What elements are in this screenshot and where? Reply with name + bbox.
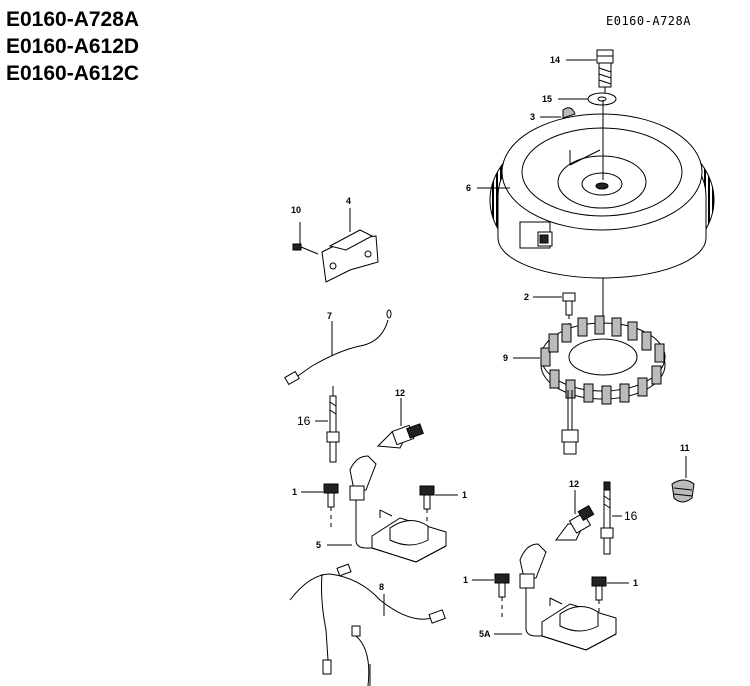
model-code-2: E0160-A612D [6, 35, 140, 58]
callout-8: 8 [379, 582, 384, 592]
part-15-washer [587, 92, 617, 106]
part-4-bracket [321, 208, 379, 283]
part-8-wire-harness [289, 563, 446, 686]
part-12-spark-plug-bottom [555, 490, 595, 541]
callout-1-right-a: 1 [463, 575, 468, 585]
callout-16-right: 16 [624, 509, 638, 523]
callout-10: 10 [291, 205, 301, 215]
diagram-code: E0160-A728A [606, 14, 691, 28]
part-7-lead-wire [284, 309, 392, 386]
part-9-stator [540, 315, 666, 455]
callout-1-right-b: 1 [633, 578, 638, 588]
callout-11: 11 [680, 443, 690, 453]
callout-12-bottom: 12 [569, 479, 579, 489]
part-14-bolt [596, 49, 614, 95]
model-code-1: E0160-A728A [6, 8, 140, 31]
callout-5a: 5A [479, 629, 491, 639]
part-10-screw [292, 222, 319, 255]
model-code-3: E0160-A612C [6, 62, 140, 85]
part-1-bolt-left-a [323, 483, 339, 530]
callout-3: 3 [530, 112, 535, 122]
part-16-stud-left [326, 386, 340, 463]
part-11-cap [671, 456, 695, 503]
callout-5: 5 [316, 540, 321, 550]
callout-16-left: 16 [297, 414, 311, 428]
part-16-stud-right [600, 481, 614, 555]
part-6-flywheel [489, 100, 715, 279]
callout-15: 15 [542, 94, 552, 104]
part-1-bolt-right-a [494, 573, 510, 620]
callout-9: 9 [503, 353, 508, 363]
part-3-key [562, 107, 576, 119]
callout-6: 6 [466, 183, 471, 193]
callout-1-left-a: 1 [292, 487, 297, 497]
callout-4: 4 [346, 196, 351, 206]
part-5-ignition-coil [349, 455, 447, 563]
callout-7: 7 [327, 311, 332, 321]
part-5a-ignition-coil [519, 543, 617, 651]
callout-12-top: 12 [395, 388, 405, 398]
part-1-bolt-right-b [591, 576, 607, 618]
model-code-list: E0160-A728A E0160-A612D E0160-A612C [6, 6, 139, 87]
callout-1-left-b: 1 [462, 490, 467, 500]
part-12-spark-plug-top [376, 398, 424, 449]
callout-14: 14 [550, 55, 560, 65]
callout-2: 2 [524, 292, 529, 302]
